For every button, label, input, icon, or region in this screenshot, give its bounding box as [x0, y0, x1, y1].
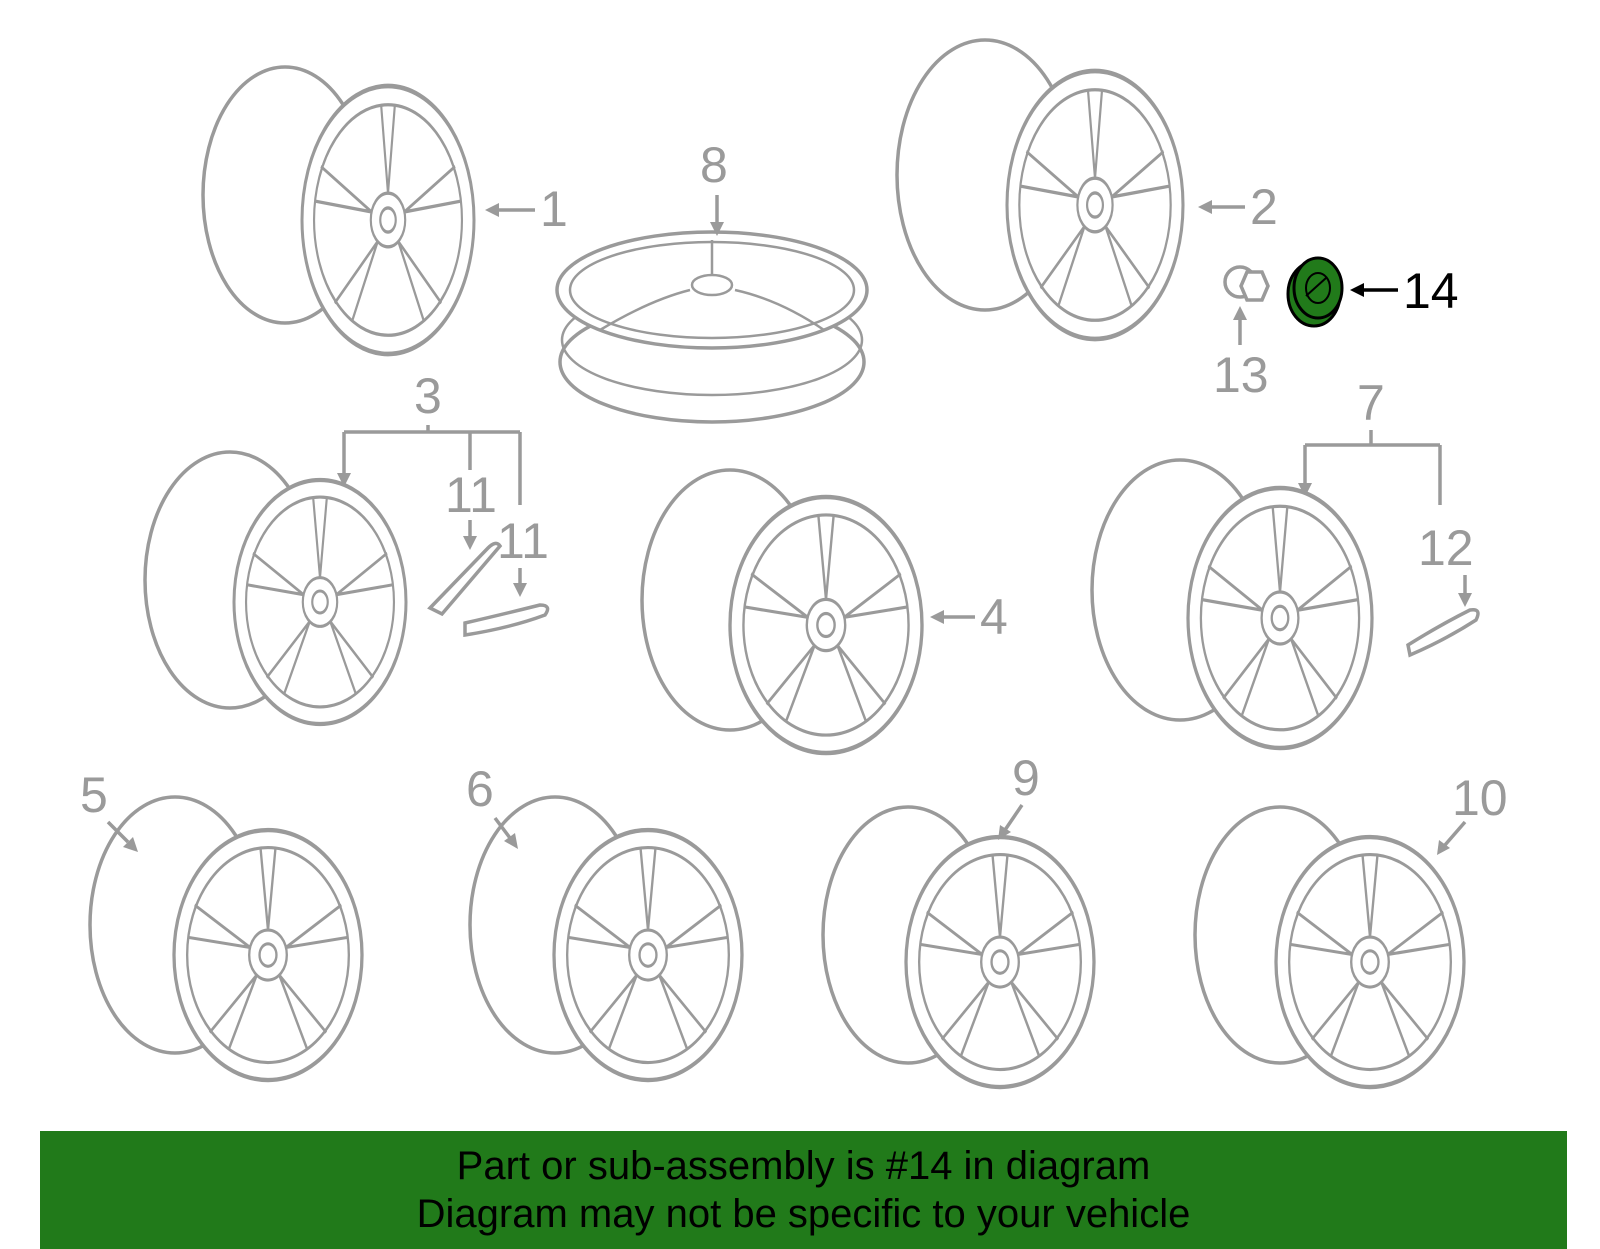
callout-4: 4 [930, 589, 1008, 645]
label-7: 7 [1357, 375, 1385, 431]
label-1: 1 [540, 181, 568, 237]
callout-1: 1 [485, 181, 568, 237]
wheel-1[interactable] [201, 65, 474, 354]
insert-12[interactable] [1406, 607, 1480, 658]
label-8: 8 [700, 137, 728, 193]
banner-line-part: Part or sub-assembly is #14 in diagram [456, 1144, 1151, 1188]
wheel-5[interactable] [88, 795, 362, 1080]
wheel-6[interactable] [468, 795, 742, 1080]
wheel-8-spare[interactable] [555, 230, 869, 424]
wheel-9[interactable] [821, 805, 1094, 1087]
label-9: 9 [1012, 750, 1040, 806]
label-11-lower: 11 [497, 513, 549, 569]
callout-9: 9 [998, 750, 1040, 840]
wheel-2[interactable] [895, 38, 1183, 339]
center-cap-14[interactable] [1286, 256, 1344, 328]
label-2: 2 [1250, 179, 1278, 235]
insert-11-upper[interactable] [427, 541, 503, 617]
callout-2: 2 [1198, 179, 1278, 235]
callout-3: 3 [337, 368, 522, 505]
callout-10: 10 [1437, 770, 1508, 855]
wheel-7[interactable] [1090, 458, 1372, 748]
lug-nut-13[interactable] [1223, 265, 1270, 302]
label-6: 6 [466, 761, 494, 817]
label-4: 4 [980, 589, 1008, 645]
part-info-banner: Part or sub-assembly is #14 in diagram D… [40, 1131, 1567, 1249]
callout-11-upper: 11 [445, 467, 497, 550]
insert-11-lower[interactable] [463, 603, 550, 638]
label-10: 10 [1452, 770, 1508, 826]
callout-8: 8 [700, 137, 728, 236]
callout-13: 13 [1213, 306, 1269, 403]
banner-line-disclaimer: Diagram may not be specific to your vehi… [416, 1192, 1191, 1236]
label-12: 12 [1418, 520, 1474, 576]
wheel-3[interactable] [143, 450, 406, 724]
label-5: 5 [80, 767, 108, 823]
callout-6: 6 [466, 761, 518, 849]
label-11-upper: 11 [445, 467, 497, 523]
wheel-4[interactable] [640, 468, 922, 753]
label-14: 14 [1403, 263, 1459, 319]
callout-14: 14 [1350, 263, 1459, 319]
callout-12: 12 [1418, 520, 1474, 607]
label-13: 13 [1213, 347, 1269, 403]
callout-11-lower: 11 [497, 513, 549, 597]
label-3: 3 [414, 368, 442, 424]
callout-5: 5 [80, 767, 138, 852]
wheel-10[interactable] [1193, 805, 1464, 1087]
callout-7: 7 [1298, 375, 1442, 505]
